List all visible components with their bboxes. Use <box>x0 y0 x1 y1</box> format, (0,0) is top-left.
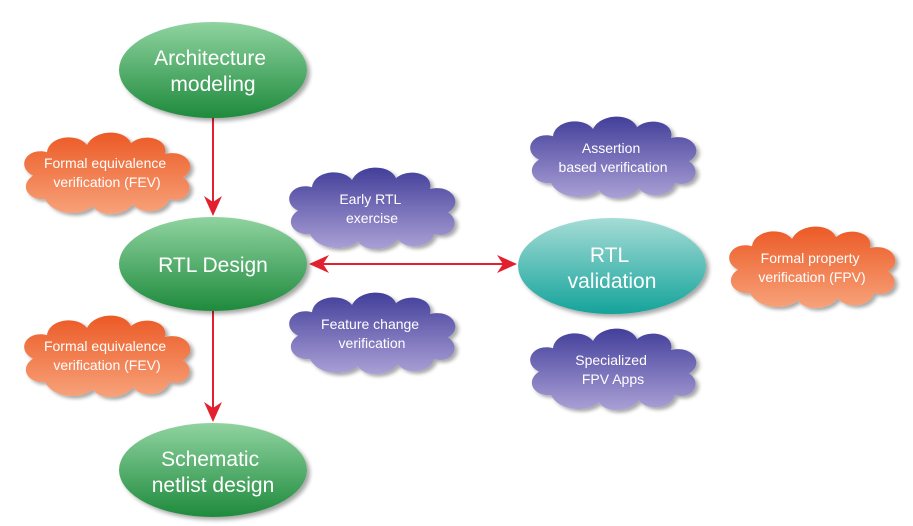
edge-architecture-to-rtl_design <box>204 118 222 216</box>
arrowhead-icon <box>497 255 517 273</box>
cloud-label: Formal equivalence verification (FEV) <box>44 338 170 373</box>
cloud-shape <box>729 226 896 309</box>
cloud-shape <box>530 116 697 199</box>
ellipse-shape <box>119 22 307 118</box>
arrowhead-icon <box>204 402 222 422</box>
arrowhead-icon <box>309 255 329 273</box>
edge-rtl_design-to-schematic <box>204 311 222 422</box>
cloud-formal-property-verification[interactable]: Formal property verification (FPV) <box>729 226 896 309</box>
edge-rtl_design-to-rtl_validation <box>309 255 517 273</box>
cloud-shape <box>289 292 456 375</box>
cloud-shape <box>530 328 697 411</box>
cloud-early-rtl-exercise[interactable]: Early RTL exercise <box>289 167 456 250</box>
node-label: RTL validation <box>568 244 657 293</box>
ellipse-shape <box>119 217 307 311</box>
cloud-specialized-fpv-apps[interactable]: Specialized FPV Apps <box>530 328 697 411</box>
cloud-shape <box>289 167 456 250</box>
ellipse-shape <box>518 218 706 314</box>
edges <box>204 118 517 422</box>
cloud-feature-change-verification[interactable]: Feature change verification <box>289 292 456 375</box>
cloud-label: Assertion based verification <box>559 140 668 175</box>
cloud-fev-top[interactable]: Formal equivalence verification (FEV) <box>24 132 191 215</box>
cloud-label: Early RTL exercise <box>339 191 404 226</box>
cloud-label: Specialized FPV Apps <box>575 352 651 387</box>
cloud-label: Formal property verification (FPV) <box>758 250 865 285</box>
cloud-fev-bottom[interactable]: Formal equivalence verification (FEV) <box>24 315 191 398</box>
arrowhead-icon <box>204 196 222 216</box>
node-rtl-validation[interactable]: RTL validation <box>518 218 706 314</box>
node-rtl-design[interactable]: RTL Design <box>119 217 307 311</box>
node-schematic-netlist-design[interactable]: Schematic netlist design <box>119 423 307 517</box>
node-architecture-modeling[interactable]: Architecture modeling <box>119 22 307 118</box>
node-label: RTL Design <box>158 254 268 277</box>
cloud-label: Formal equivalence verification (FEV) <box>44 155 170 190</box>
node-label: Architecture modeling <box>154 47 272 96</box>
ellipse-shape <box>119 423 307 517</box>
node-label: Schematic netlist design <box>152 448 275 497</box>
cloud-label: Feature change verification <box>321 316 423 351</box>
cloud-assertion-based-verification[interactable]: Assertion based verification <box>530 116 697 199</box>
